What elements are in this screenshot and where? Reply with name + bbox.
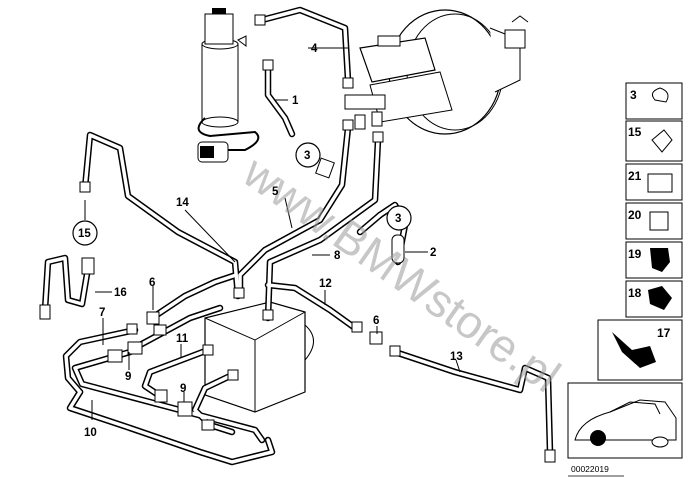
legend-label-18: 18 bbox=[628, 286, 642, 300]
double-clip-icon bbox=[647, 173, 673, 193]
callout-1: 1 bbox=[292, 95, 299, 107]
pipe-p11b-inner bbox=[193, 374, 234, 434]
pipe-p13-inner bbox=[393, 350, 552, 454]
hose-clamp-icon bbox=[651, 87, 669, 103]
master-cylinder bbox=[344, 35, 453, 130]
circled-callout-3b: 3 bbox=[395, 213, 401, 225]
pipe-p11 bbox=[141, 346, 212, 400]
callout-16: 16 bbox=[114, 287, 127, 299]
legend-box-3 bbox=[625, 82, 683, 120]
pipe-p10b-inner bbox=[73, 350, 264, 442]
callout-9b: 9 bbox=[180, 383, 186, 395]
legend-label-20: 20 bbox=[628, 208, 642, 222]
pipe-p11-inner bbox=[143, 348, 210, 398]
callout-13: 13 bbox=[450, 351, 463, 363]
pipe-p4 bbox=[258, 6, 352, 84]
callout-10: 10 bbox=[84, 427, 97, 439]
pipe-p5-inner bbox=[238, 126, 350, 297]
pipe-p9-inner bbox=[138, 306, 222, 347]
pipe-p6-inner bbox=[150, 273, 238, 320]
parts-legend: 3 15 21 20 19 18 17 bbox=[597, 82, 683, 381]
brake-lines bbox=[41, 6, 554, 466]
callout-11: 11 bbox=[176, 333, 189, 345]
hydraulic-unit bbox=[204, 301, 314, 413]
pressure-accumulator bbox=[197, 8, 260, 163]
callout-7: 7 bbox=[99, 307, 105, 319]
callout-9a: 9 bbox=[125, 371, 131, 383]
callout-5: 5 bbox=[272, 186, 279, 198]
pipe-p7-inner bbox=[64, 328, 137, 394]
pipe-p4-inner bbox=[260, 8, 350, 82]
pipe-p16-inner bbox=[43, 256, 90, 312]
holder-clip-icon bbox=[650, 248, 670, 272]
pipe-p8-inner bbox=[266, 138, 380, 320]
callout-6a: 6 bbox=[149, 277, 155, 289]
callout-14: 14 bbox=[176, 197, 189, 209]
circled-callouts: 3 3 15 bbox=[72, 142, 412, 246]
callout-8: 8 bbox=[334, 250, 341, 262]
callouts: 1 2 4 5 6 6 7 8 9 9 10 11 12 13 14 16 bbox=[84, 43, 463, 439]
location-marker-icon bbox=[590, 430, 606, 446]
pipe-p3b-inner bbox=[358, 213, 382, 234]
fittings bbox=[39, 14, 556, 463]
pipe-p1-inner bbox=[266, 64, 294, 136]
diagram-code: 00022019 bbox=[571, 464, 609, 474]
circled-callout-15: 15 bbox=[78, 228, 91, 240]
pipe-p10-inner bbox=[68, 390, 274, 464]
legend-label-19: 19 bbox=[628, 247, 642, 261]
bracket-icon bbox=[651, 129, 673, 153]
clamp-clip-icon bbox=[648, 286, 672, 310]
circled-callout-3a: 3 bbox=[304, 150, 310, 162]
legend-label-21: 21 bbox=[628, 169, 642, 183]
cable-clip-icon bbox=[612, 332, 656, 368]
callout-6b: 6 bbox=[373, 315, 379, 327]
callout-2: 2 bbox=[430, 247, 436, 259]
legend-label-15: 15 bbox=[628, 125, 642, 139]
pipe-p12-inner bbox=[266, 283, 357, 330]
callout-12: 12 bbox=[319, 278, 332, 290]
legend-label-17: 17 bbox=[657, 326, 671, 340]
leader-lines bbox=[84, 47, 461, 420]
callout-4: 4 bbox=[311, 43, 318, 55]
legend-label-3: 3 bbox=[630, 88, 637, 102]
pipe-clip-icon bbox=[649, 211, 669, 231]
car-thumbnail bbox=[567, 382, 683, 459]
